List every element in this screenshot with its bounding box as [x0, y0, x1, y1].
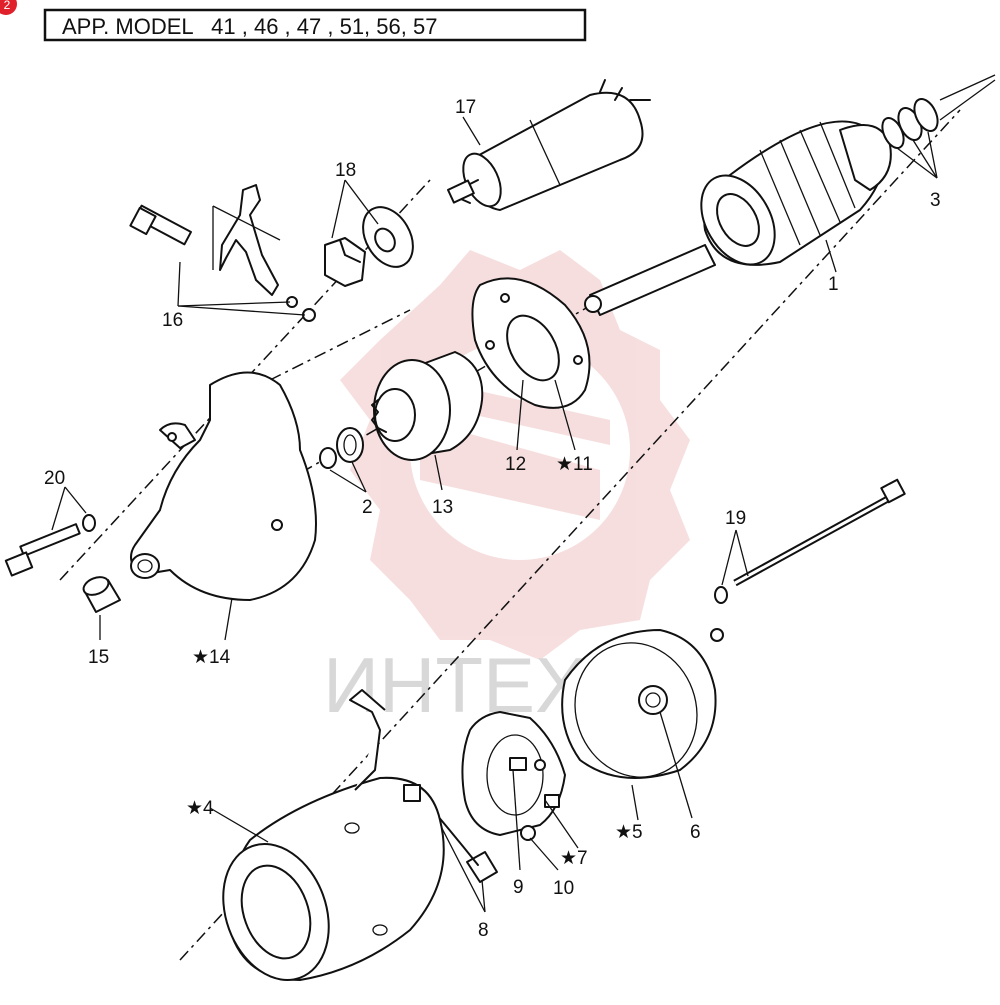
- label-part-1: 1: [828, 274, 839, 295]
- label-part-13: 13: [432, 497, 453, 518]
- snap-ring-and-collar: [319, 427, 367, 493]
- watermark-text: ИНТЕХ: [323, 641, 587, 729]
- through-bolt: [714, 478, 906, 604]
- bush: [82, 576, 121, 640]
- label-part-10: 10: [553, 878, 574, 899]
- drive-housing: [130, 371, 317, 641]
- label-part-3: 3: [930, 190, 941, 211]
- label-part-17: 17: [455, 97, 476, 118]
- label-part-7: ★7: [560, 848, 588, 869]
- pinion-clutch: [371, 351, 484, 491]
- label-part-20: 20: [44, 468, 65, 489]
- mounting-bolt: [4, 486, 96, 577]
- solenoid-switch: [446, 79, 651, 211]
- label-part-4: ★4: [186, 798, 214, 819]
- app-model-header: APP. MODEL 41 , 46 , 47 , 51, 56, 57: [43, 8, 587, 42]
- corner-badge: 2: [0, 0, 17, 15]
- label-part-12: 12: [505, 454, 526, 475]
- label-part-2: 2: [362, 497, 373, 518]
- thrust-washers: [881, 98, 939, 179]
- label-part-9: 9: [513, 877, 524, 898]
- label-part-19: 19: [725, 508, 746, 529]
- brush-holder: [461, 711, 579, 871]
- center-plate: [471, 277, 591, 451]
- dust-cover-plate: [324, 206, 414, 287]
- leader-lines: [177, 116, 837, 316]
- label-part-6: 6: [690, 822, 701, 843]
- label-part-8: 8: [478, 920, 489, 941]
- shift-lever-set: [129, 184, 316, 322]
- rear-cover: [561, 628, 724, 821]
- corner-badge-text: 2: [4, 0, 11, 12]
- label-part-18: 18: [335, 160, 356, 181]
- part-labels: 1 2 3 ★4 ★5 6 ★7 8 9 10 ★11 12 13 ★14 15…: [44, 97, 941, 941]
- label-part-5: ★5: [615, 822, 643, 843]
- label-part-15: 15: [88, 647, 109, 668]
- label-part-14: ★14: [192, 647, 231, 668]
- label-part-16: 16: [162, 310, 183, 331]
- app-model-text: APP. MODEL 41 , 46 , 47 , 51, 56, 57: [62, 14, 437, 39]
- label-part-11: ★11: [556, 454, 593, 475]
- armature: [584, 120, 892, 316]
- yoke-field-coil: [209, 689, 445, 981]
